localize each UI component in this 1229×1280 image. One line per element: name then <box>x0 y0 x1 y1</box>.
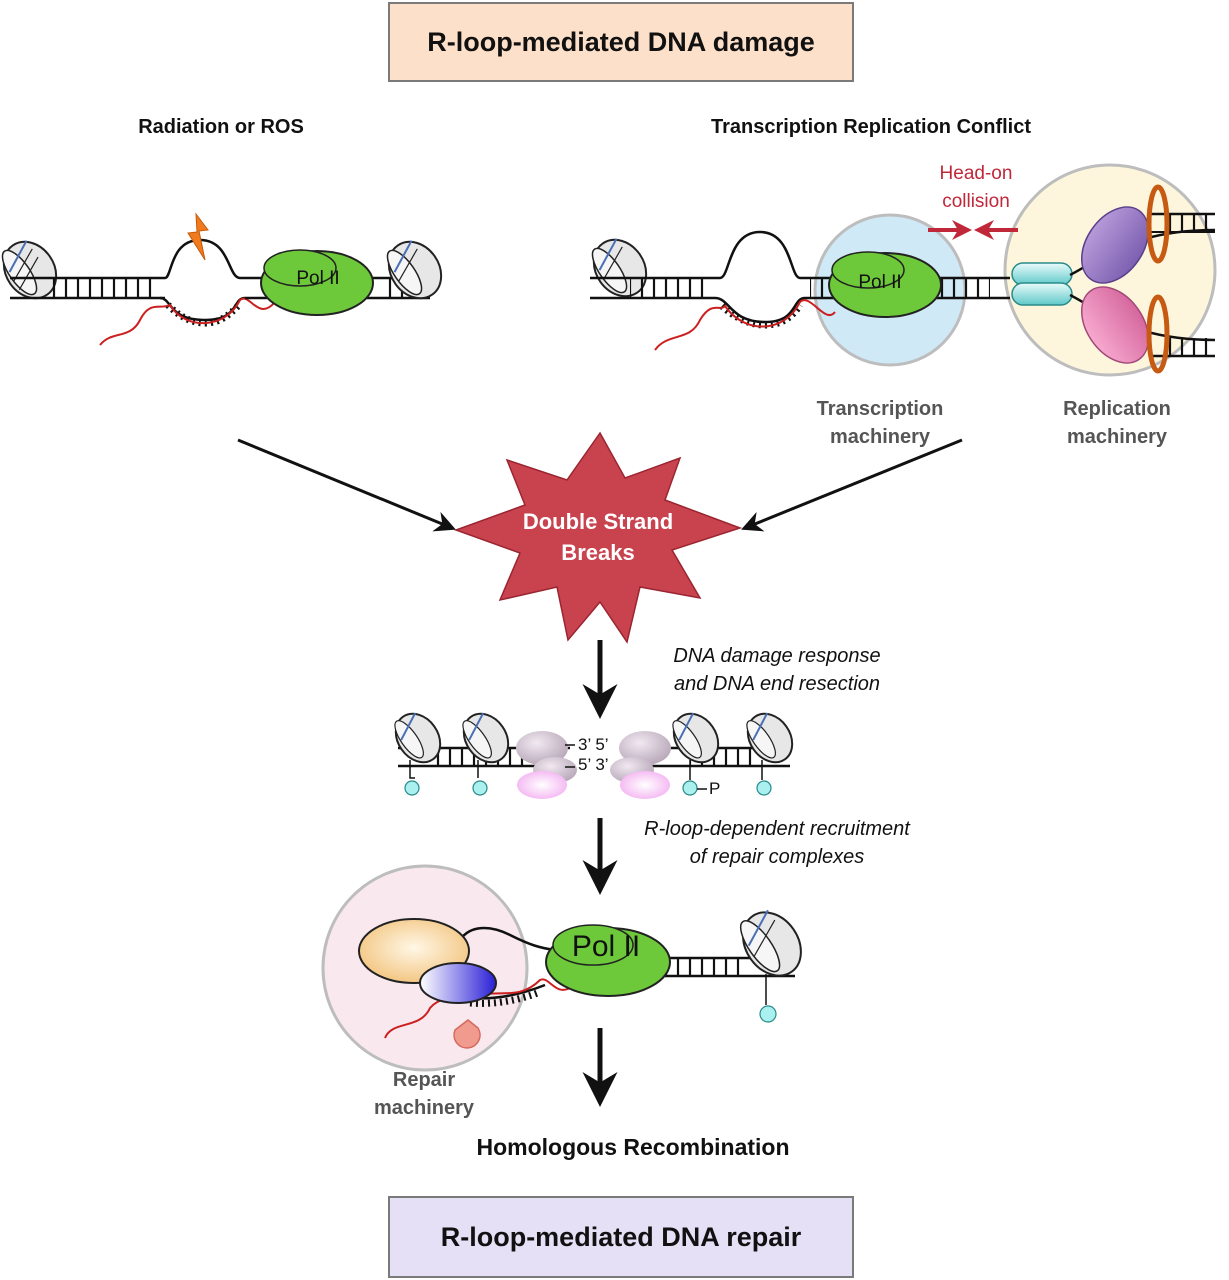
pol2-label-left: Pol II <box>296 268 340 289</box>
arrow-right-to-dsb <box>741 438 963 532</box>
helicase-complex <box>1011 262 1073 306</box>
nucleosome-icon <box>739 909 802 977</box>
damage-title: R-loop-mediated DNA damage <box>427 26 815 57</box>
right-panel-heading: Transcription Replication Conflict <box>710 116 1032 138</box>
repair-title-box: R-loop-mediated DNA repair <box>388 1196 854 1278</box>
dsb-label-2: Breaks <box>561 540 635 565</box>
repair-diagram <box>321 864 802 1072</box>
collision-label-2: collision <box>942 191 1010 212</box>
nucleosome-icon <box>462 712 510 764</box>
resection-bottom-ends: 5’ 3’ <box>578 755 609 774</box>
step2-label-2: of repair complexes <box>689 846 865 868</box>
nucleosome-icon <box>746 712 794 764</box>
step1-label-2: and DNA end resection <box>673 673 881 695</box>
arrow-left-to-dsb <box>237 438 456 532</box>
repair-machinery-label-2: machinery <box>373 1097 475 1119</box>
resection-top-ends: 3’ 5’ <box>578 735 609 754</box>
nucleosome-icon <box>1 240 58 300</box>
lightning-icon <box>187 212 209 261</box>
step1-label-1: DNA damage response <box>673 645 881 667</box>
repair-protein-salmon <box>453 1019 481 1049</box>
collision-label-1: Head-on <box>939 163 1013 184</box>
pol2-label-repair: Pol II <box>571 930 641 963</box>
nucleosome-icon <box>394 712 442 764</box>
transcription-label-1: Transcription <box>816 398 944 420</box>
polymerase-pink <box>1080 286 1150 364</box>
replication-label-2: machinery <box>1066 426 1168 448</box>
outcome-label: Homologous Recombination <box>476 1134 790 1160</box>
resection-diagram <box>394 712 794 799</box>
nucleosome-icon <box>672 712 720 764</box>
repair-title: R-loop-mediated DNA repair <box>440 1221 802 1252</box>
repair-protein-blue <box>419 962 497 1004</box>
dsb-starburst <box>453 431 743 644</box>
left-panel-heading: Radiation or ROS <box>138 116 304 138</box>
nucleosome-icon <box>386 240 443 300</box>
phospho-label: P <box>709 779 721 798</box>
transcription-label-2: machinery <box>829 426 931 448</box>
left-rloop-diagram <box>1 212 443 346</box>
polymerase-purple <box>1080 206 1150 284</box>
pol2-label-right: Pol II <box>858 272 902 293</box>
step2-label-1: R-loop-dependent recruitment <box>644 818 910 840</box>
right-trc-diagram <box>590 163 1217 377</box>
repair-machinery-label-1: Repair <box>392 1069 456 1091</box>
damage-title-box: R-loop-mediated DNA damage <box>388 2 854 82</box>
replication-label-1: Replication <box>1063 398 1171 420</box>
dsb-label-1: Double Strand <box>522 509 674 534</box>
clamp-ring <box>1146 294 1170 374</box>
clamp-ring <box>1146 184 1170 264</box>
